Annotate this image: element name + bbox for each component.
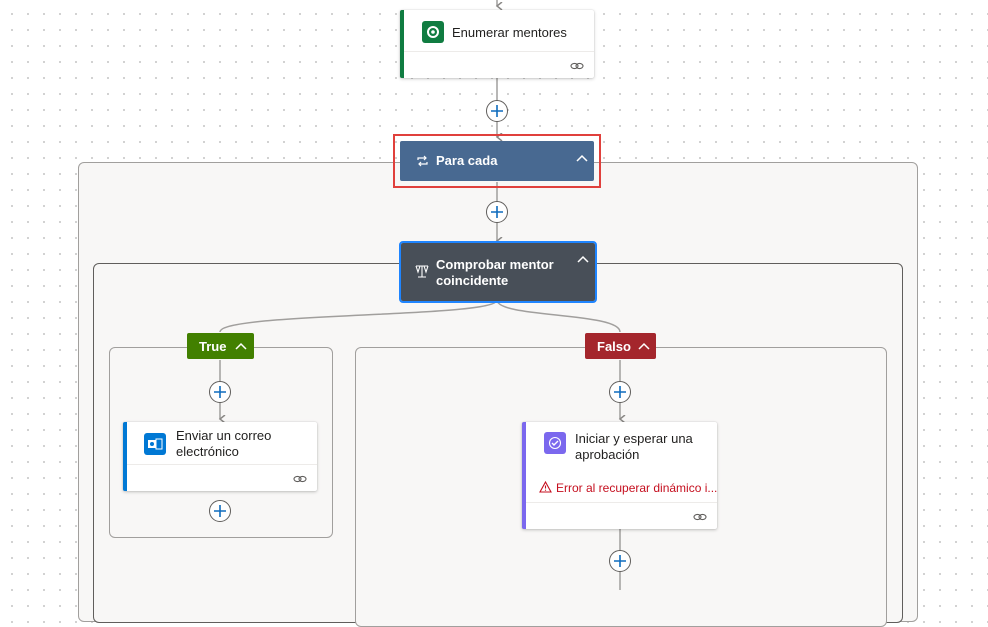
send-email-card[interactable]: Enviar un correo electrónico xyxy=(123,422,317,491)
connection-link-icon[interactable] xyxy=(293,473,307,485)
collapse-chevron-icon[interactable] xyxy=(576,154,588,162)
true-branch-tag[interactable]: True xyxy=(187,333,254,359)
insert-step-button[interactable] xyxy=(609,550,631,572)
condition-title-line1: Comprobar mentor xyxy=(436,257,554,272)
connection-link-icon[interactable] xyxy=(693,511,707,523)
approval-title-line2: aprobación xyxy=(575,447,640,462)
insert-step-button[interactable] xyxy=(486,100,508,122)
true-branch-label: True xyxy=(199,338,227,354)
send-email-title-line2: electrónico xyxy=(176,444,239,459)
outlook-icon xyxy=(144,433,166,455)
condition-icon xyxy=(415,265,429,278)
approval-icon xyxy=(544,432,566,454)
collapse-chevron-icon[interactable] xyxy=(235,342,247,350)
warning-icon xyxy=(539,481,552,493)
plus-icon xyxy=(491,206,503,218)
approval-title-line1: Iniciar y esperar una xyxy=(575,431,693,446)
collapse-chevron-icon[interactable] xyxy=(638,342,650,350)
connection-link-icon[interactable] xyxy=(570,60,584,72)
collapse-chevron-icon[interactable] xyxy=(577,255,589,263)
list-mentors-card[interactable]: Enumerar mentores xyxy=(400,10,594,78)
condition-card[interactable]: Comprobar mentor coincidente xyxy=(399,241,597,303)
card-footer xyxy=(526,502,717,529)
false-branch-tag[interactable]: Falso xyxy=(585,333,656,359)
selection-highlight xyxy=(393,134,601,188)
insert-step-button[interactable] xyxy=(209,381,231,403)
plus-icon xyxy=(491,105,503,117)
for-each-card[interactable]: Para cada xyxy=(400,141,594,181)
approval-card[interactable]: Iniciar y esperar una aprobación Error a… xyxy=(522,422,717,529)
plus-icon xyxy=(614,555,626,567)
approval-error-message: Error al recuperar dinámico i... xyxy=(556,481,718,495)
plus-icon xyxy=(214,505,226,517)
insert-step-button[interactable] xyxy=(486,201,508,223)
for-each-title: Para cada xyxy=(436,153,498,168)
list-mentors-title: Enumerar mentores xyxy=(452,25,567,40)
condition-title-line2: coincidente xyxy=(436,273,509,288)
dataverse-icon xyxy=(422,21,444,43)
insert-step-button[interactable] xyxy=(209,500,231,522)
plus-icon xyxy=(214,386,226,398)
false-branch-label: Falso xyxy=(597,338,631,354)
card-footer xyxy=(127,464,317,491)
plus-icon xyxy=(614,386,626,398)
insert-step-button[interactable] xyxy=(609,381,631,403)
card-footer xyxy=(404,51,594,78)
loop-icon xyxy=(417,155,428,167)
send-email-title-line1: Enviar un correo xyxy=(176,428,272,443)
